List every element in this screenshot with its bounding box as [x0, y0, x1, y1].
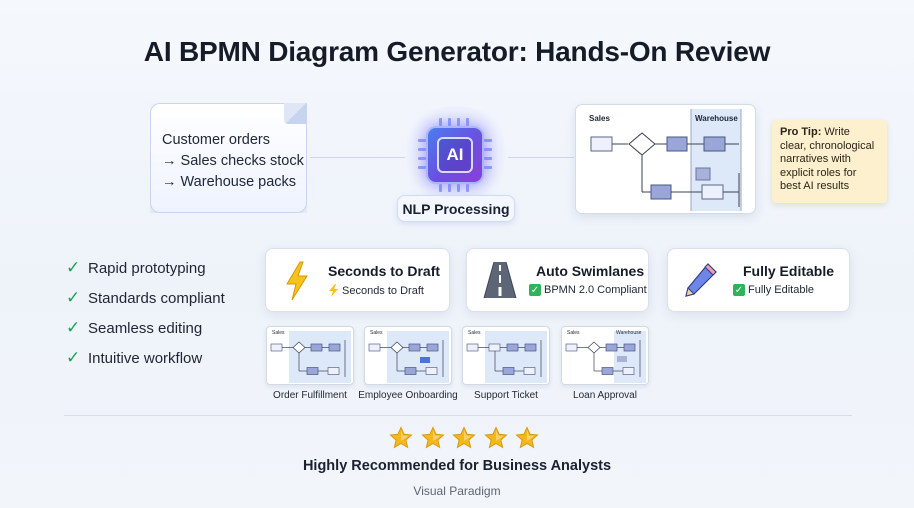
- template-thumbnail-loan-approval[interactable]: Sales Warehouse: [561, 326, 649, 385]
- lightning-icon: [286, 261, 308, 301]
- template-label: Loan Approval: [573, 390, 637, 401]
- template-thumbnail-support-ticket[interactable]: Sales: [462, 326, 550, 385]
- lane-label-sales: Sales: [589, 114, 610, 123]
- ai-chip-icon: [426, 126, 484, 184]
- feature-card-auto-swimlanes: Auto Swimlanes ✓ BPMN 2.0 Compliant: [466, 248, 649, 312]
- section-divider: [64, 415, 852, 416]
- ai-chip-label: AI: [437, 137, 473, 173]
- bpmn-diagram: [590, 109, 742, 211]
- green-check-icon: ✓: [733, 284, 745, 296]
- pro-tip-heading: Pro Tip:: [780, 126, 822, 138]
- narrative-document-card: [150, 103, 307, 213]
- template-label: Employee Onboarding: [358, 390, 458, 401]
- checklist-item: ✓ Intuitive workflow: [66, 348, 203, 367]
- pro-tip-text: Write clear, chronological narratives wi…: [780, 126, 875, 192]
- task-box: [590, 136, 613, 152]
- nlp-processing-badge: NLP Processing: [397, 195, 515, 222]
- star-icon: [389, 426, 413, 449]
- document-line: Customer orders: [162, 132, 270, 148]
- task-box: [703, 136, 726, 152]
- checklist-item: ✓ Rapid prototyping: [66, 258, 206, 277]
- green-check-icon: ✓: [529, 284, 541, 296]
- document-line: → Warehouse packs: [162, 174, 297, 190]
- task-box: [666, 136, 688, 152]
- star-icon: [515, 426, 539, 449]
- document-fold-corner: [284, 103, 307, 124]
- road-icon: [483, 261, 517, 299]
- template-thumbnail-employee-onboarding[interactable]: Sales: [364, 326, 452, 385]
- checklist-item: ✓ Standards compliant: [66, 288, 225, 307]
- brand-name: Visual Paradigm: [413, 484, 501, 498]
- checkmark-icon: ✓: [66, 288, 81, 307]
- connector-line: [310, 157, 405, 158]
- template-label: Support Ticket: [474, 390, 538, 401]
- feature-card-seconds-to-draft: Seconds to Draft Seconds to Draft: [265, 248, 450, 312]
- star-icon: [452, 426, 476, 449]
- pencil-icon: [685, 263, 717, 297]
- pro-tip-note: Pro Tip: Write clear, chronological narr…: [772, 120, 887, 203]
- gateway-diamond: [628, 132, 656, 156]
- feature-card-fully-editable: Fully Editable ✓ Fully Editable: [667, 248, 850, 312]
- checkmark-icon: ✓: [66, 348, 81, 367]
- lightning-small-icon: [329, 284, 338, 297]
- lane-label-warehouse: Warehouse: [695, 114, 738, 123]
- page-title: AI BPMN Diagram Generator: Hands-On Revi…: [143, 36, 771, 67]
- checkmark-icon: ✓: [66, 258, 81, 277]
- connector-line: [508, 157, 574, 158]
- document-line: → Sales checks stock: [162, 153, 304, 169]
- task-box: [701, 184, 724, 200]
- star-icon: [483, 426, 508, 449]
- task-box: [650, 184, 672, 200]
- template-label: Order Fulfillment: [273, 390, 347, 401]
- checklist-item: ✓ Seamless editing: [66, 318, 203, 337]
- checkmark-icon: ✓: [66, 318, 81, 337]
- star-icon: [420, 426, 445, 449]
- recommendation-text: Highly Recommended for Business Analysts: [302, 458, 612, 474]
- template-thumbnail-order-fulfillment[interactable]: Sales: [266, 326, 354, 385]
- generated-diagram-card: Sales Warehouse: [575, 104, 756, 214]
